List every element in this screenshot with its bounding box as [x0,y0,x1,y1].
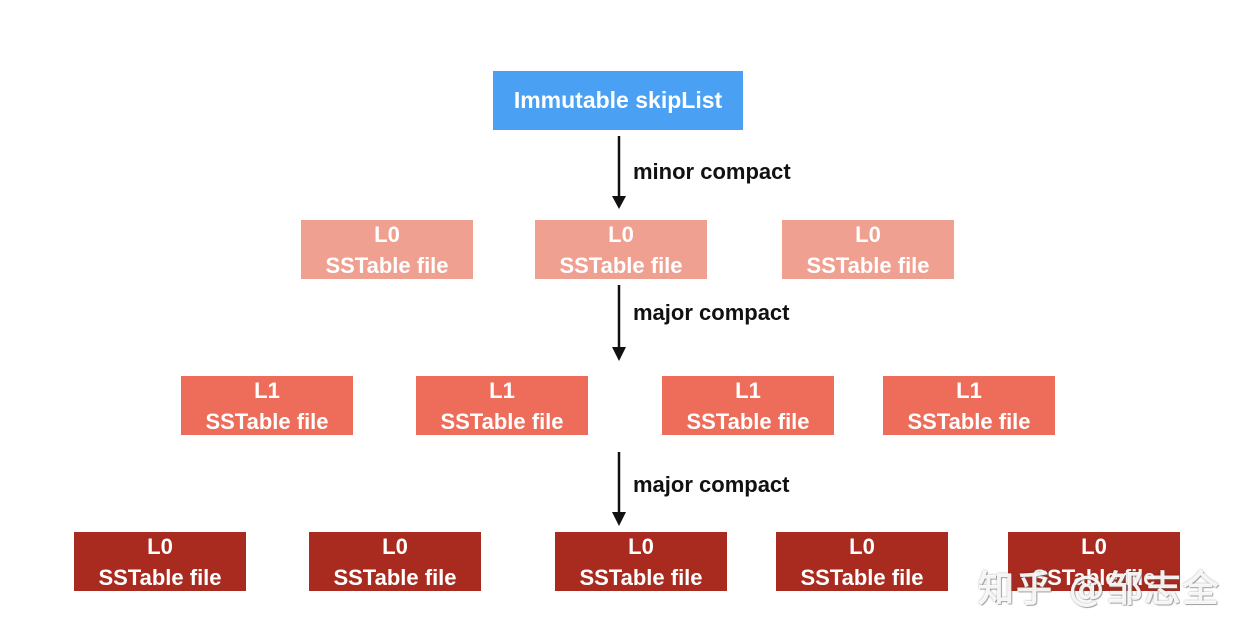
minor-compact-label: minor compact [633,159,791,184]
sstable-box: L0 SSTable file [1008,532,1180,591]
file-label: SSTable file [579,564,703,590]
file-label: SSTable file [325,252,449,278]
file-label: SSTable file [907,408,1031,434]
file-label: SSTable file [98,564,222,590]
sstable-box: L0 SSTable file [309,532,481,591]
level-label: L0 [849,533,875,559]
file-label: SSTable file [559,252,683,278]
sstable-box: L0 SSTable file [74,532,246,591]
level-label: L0 [628,533,654,559]
level-label: L0 [382,533,408,559]
file-label: SSTable file [686,408,810,434]
immutable-skiplist-label: Immutable skipList [513,87,723,113]
major-compact-label-2: major compact [633,472,790,497]
sstable-box: L0 SSTable file [555,532,727,591]
level-label: L1 [956,377,982,403]
sstable-box: L0 SSTable file [776,532,948,591]
sstable-box: L1 SSTable file [662,376,834,435]
sstable-box: L1 SSTable file [416,376,588,435]
level-label: L0 [855,221,881,247]
arrow-minor-compact [612,136,626,209]
file-label: SSTable file [806,252,930,278]
file-label: SSTable file [440,408,564,434]
level-label: L0 [1081,533,1107,559]
level-label: L1 [489,377,515,403]
file-label: SSTable file [1032,564,1156,590]
file-label: SSTable file [205,408,329,434]
arrow-major-compact-2 [612,452,626,526]
major-compact-label-1: major compact [633,300,790,325]
level-label: L0 [608,221,634,247]
arrow-major-compact-1 [612,285,626,361]
watermark-text: 知乎 @邹志全 [978,569,1221,610]
sstable-box: L0 SSTable file [301,220,473,279]
level-label: L1 [735,377,761,403]
file-label: SSTable file [800,564,924,590]
level-label: L0 [374,221,400,247]
immutable-skiplist-box: Immutable skipList [493,71,743,130]
sstable-box: L1 SSTable file [883,376,1055,435]
level-label: L1 [254,377,280,403]
file-label: SSTable file [333,564,457,590]
level-label: L0 [147,533,173,559]
sstable-box: L0 SSTable file [535,220,707,279]
sstable-box: L1 SSTable file [181,376,353,435]
sstable-box: L0 SSTable file [782,220,954,279]
